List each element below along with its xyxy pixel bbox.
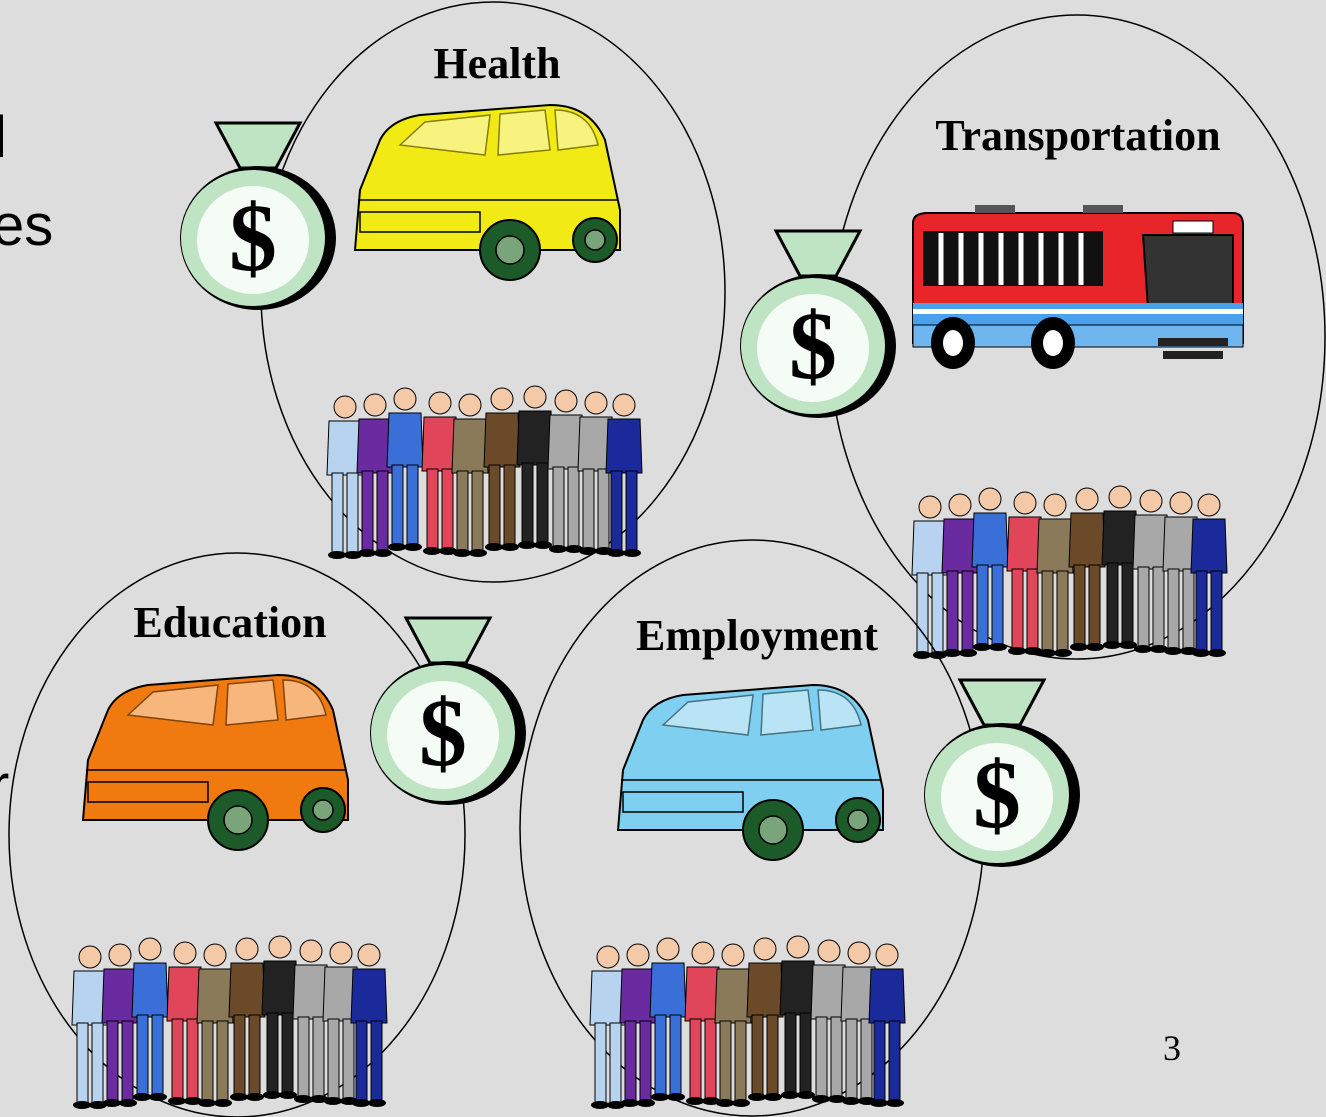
education-people-group-icon (72, 936, 387, 1109)
group-health: Health $ (178, 1, 726, 583)
group-transportation: Transportation $ (738, 14, 1326, 660)
transportation-bus-icon (913, 205, 1243, 369)
cropped-text-fragment-3: r (0, 753, 9, 818)
education-money-bag-icon: $ (368, 616, 528, 807)
transportation-label: Transportation (935, 111, 1220, 160)
transportation-money-bag-icon: $ (738, 229, 898, 420)
employment-people-group-icon (590, 936, 905, 1109)
employment-money-bag-icon: $ (922, 678, 1082, 869)
cropped-text-fragment-1: l (0, 105, 7, 170)
health-money-bag-icon: $ (178, 121, 338, 312)
health-label: Health (433, 39, 560, 88)
employment-label: Employment (636, 611, 878, 660)
education-van-icon (82, 674, 349, 851)
page-number: 3 (1163, 1028, 1181, 1068)
employment-dollar-sign: $ (973, 741, 1021, 848)
transportation-dollar-sign: $ (789, 292, 837, 399)
transportation-people-group-icon (912, 486, 1227, 659)
health-van-icon (354, 104, 621, 281)
employment-van-icon (617, 684, 884, 861)
education-label: Education (133, 598, 326, 647)
cropped-text-fragment-2: es (0, 193, 53, 258)
education-dollar-sign: $ (419, 679, 467, 786)
health-people-group-icon (327, 386, 642, 559)
health-dollar-sign: $ (229, 184, 277, 291)
group-education: Education $ (8, 552, 528, 1117)
group-employment: Employment $ (519, 539, 1082, 1117)
education-ellipse (8, 552, 466, 1117)
